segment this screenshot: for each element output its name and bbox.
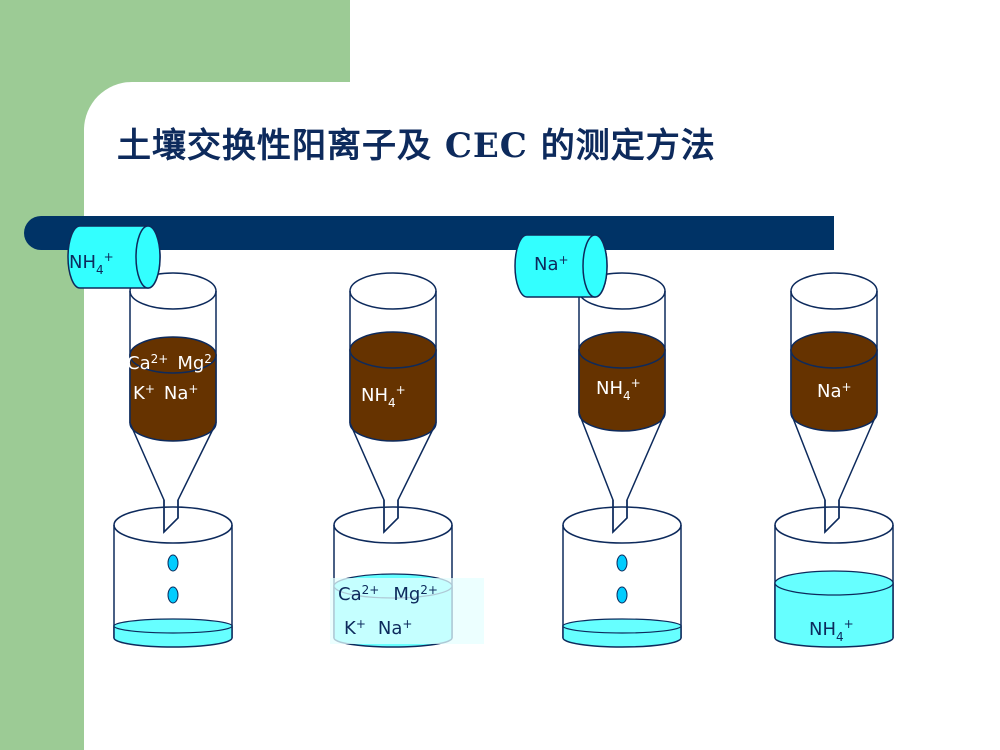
drop-1 [167,554,179,572]
ion-label: Na [378,618,403,639]
beaker-1 [113,506,233,648]
drop-2 [616,586,628,604]
beaker-4 [774,506,894,648]
slide-title: 土壤交换性阳离子及 CEC 的测定方法 [117,126,716,166]
leaching-column-1 [129,272,217,534]
ion-label: K [344,618,357,639]
ion-charge: 2 [204,352,212,366]
leaching-column-4 [790,272,878,534]
leaching-column-2 [349,272,437,534]
leaching-column-3 [578,272,666,534]
highlight-box [330,578,484,644]
filtrate-3 [562,618,682,648]
ion-label: Na [164,383,189,404]
column-2-ion: NH4+ [361,383,406,410]
ion-charge: 2+ [362,583,380,597]
funnel-stems [163,500,840,534]
ion-charge: 2+ [151,352,169,366]
ion-label: Mg [393,584,420,605]
reagent-label-na: Na+ [534,253,569,275]
beaker-3 [562,506,682,648]
soil-sample-4 [790,331,878,432]
column-1-ions: Ca2+Mg2 K+Na+ [127,352,212,404]
ion-charge: + [188,382,198,396]
ion-label: Mg [177,353,204,374]
svg-text:K+Na+: K+Na+ [344,617,412,639]
beaker-4-ion: NH4+ [809,617,854,644]
column-3-ion: NH4+ [596,376,641,403]
ion-label: K [133,383,146,404]
drop-2 [167,586,179,604]
beaker-2-ions: Ca2+Mg2+ K+Na+ [338,583,438,639]
drop-1 [616,554,628,572]
beaker-2 [330,506,484,648]
ion-charge: + [356,617,366,631]
reagent-label-nh4: NH4+ [69,250,114,277]
soil-sample-1 [129,336,217,442]
reagent-tube-nh4 [67,225,161,289]
ion-label: Ca [127,353,151,374]
ion-label: Ca [338,584,362,605]
ion-charge: 2+ [420,583,438,597]
svg-text:K+Na+: K+Na+ [133,382,198,404]
reagent-tube-na [514,234,608,298]
ion-charge: + [402,617,412,631]
svg-text:Ca2+Mg2: Ca2+ Mg2 [127,352,212,374]
header-bar-end [780,216,834,250]
svg-text:Ca2+Mg2+: Ca2+Mg2+ [338,583,438,605]
column-4-ion: Na+ [817,380,852,402]
filtrate-1 [113,618,233,648]
soil-sample-2 [349,331,437,442]
filtrate-4 [774,570,894,648]
ion-charge: + [145,382,155,396]
header-bar [24,216,834,250]
